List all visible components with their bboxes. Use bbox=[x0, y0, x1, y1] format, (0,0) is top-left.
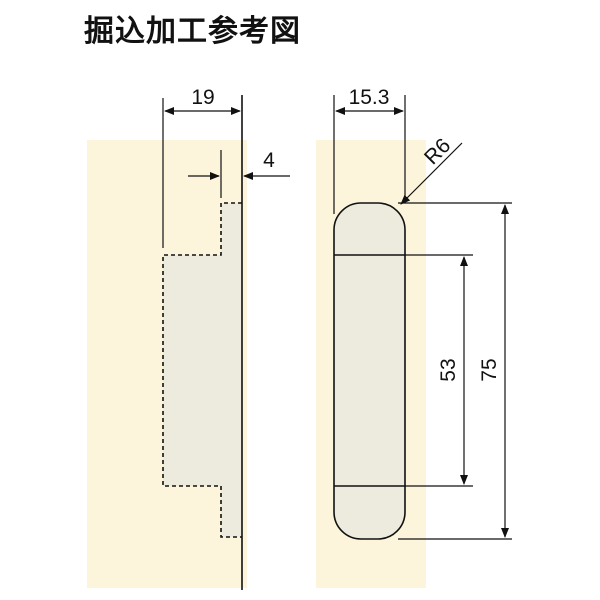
radius-leader bbox=[400, 142, 463, 205]
recess-profile bbox=[163, 203, 242, 537]
dim-label-75: 75 bbox=[478, 358, 501, 381]
left-side-view: 19 4 bbox=[162, 86, 290, 590]
dim-label-19: 19 bbox=[191, 86, 214, 109]
rounded-slot bbox=[333, 202, 406, 540]
dim-label-15-3: 15.3 bbox=[349, 86, 390, 109]
right-front-view: 15.3 R6 53 75 bbox=[333, 86, 512, 540]
dim-label-53: 53 bbox=[437, 358, 460, 381]
dim-label-4: 4 bbox=[263, 149, 275, 172]
recess-outline bbox=[162, 202, 242, 538]
page-title: 掘込加工参考図 bbox=[84, 14, 301, 49]
